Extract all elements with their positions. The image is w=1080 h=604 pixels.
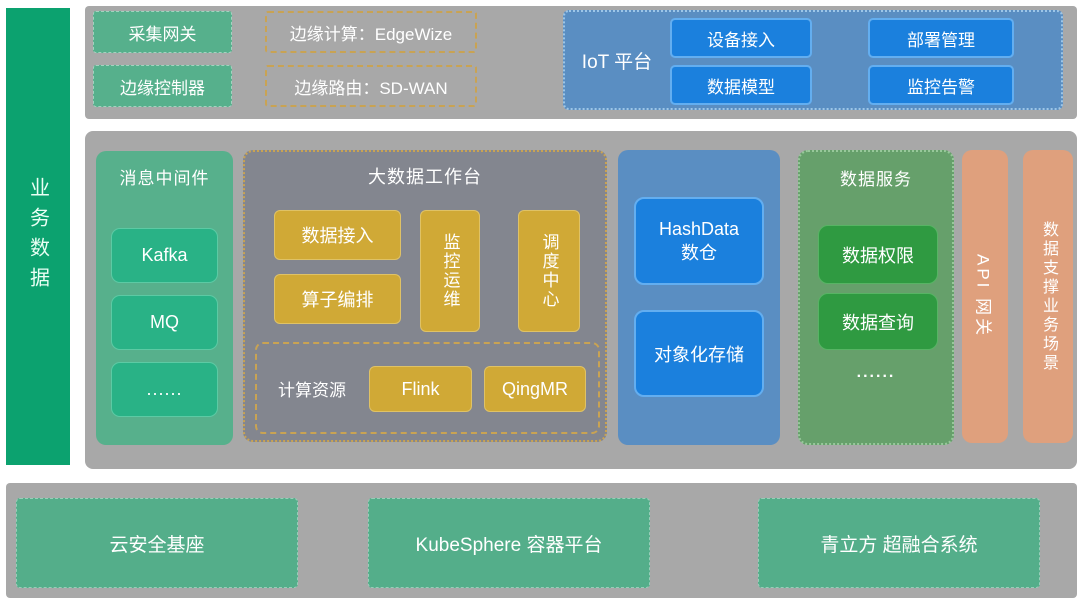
edge-layer-bar: 采集网关 边缘控制器 边缘计算：EdgeWize 边缘路由：SD-WAN IoT… — [85, 6, 1077, 119]
monitoring-alert-node: 监控告警 — [868, 65, 1014, 105]
compute-resources-label: 计算资源 — [278, 380, 346, 400]
bigdata-workbench-title: 大数据工作台 — [368, 167, 482, 187]
qingmr-node: QingMR — [484, 366, 586, 412]
data-model-node: 数据模型 — [670, 65, 812, 105]
object-storage-node: 对象化存储 — [634, 310, 764, 397]
platform-layer-container: 消息中间件 Kafka MQ ...... 大数据工作台 数据接入 算子编排 监… — [85, 131, 1077, 469]
message-middleware-panel: 消息中间件 Kafka MQ ...... — [96, 151, 233, 445]
collect-gateway-node: 采集网关 — [93, 11, 232, 53]
hashdata-line1: HashData — [658, 218, 740, 239]
api-gateway-label: API 网关 — [973, 254, 993, 339]
mq-node: MQ — [111, 295, 218, 350]
data-permission-node: 数据权限 — [818, 225, 938, 284]
data-support-bar: 数据支撑业务场景 — [1023, 150, 1073, 443]
data-access-node: 数据接入 — [274, 210, 401, 260]
data-query-node: 数据查询 — [818, 293, 938, 350]
storage-panel: HashData 数仓 对象化存储 — [618, 150, 780, 445]
monitoring-ops-label: 监控运维 — [440, 233, 460, 309]
message-middleware-title: 消息中间件 — [119, 169, 210, 188]
device-access-node: 设备接入 — [670, 18, 812, 58]
edge-route-node: 边缘路由：SD-WAN — [265, 65, 477, 107]
data-service-title: 数据服务 — [840, 170, 912, 189]
business-data-label: 业务数据 — [26, 176, 49, 297]
hashdata-line2: 数仓 — [681, 243, 717, 263]
business-data-rail: 业务数据 — [6, 8, 70, 465]
kubesphere-node: KubeSphere 容器平台 — [368, 498, 650, 588]
iot-platform-panel: IoT 平台 设备接入 数据模型 部署管理 监控告警 — [563, 10, 1063, 110]
flink-node: Flink — [369, 366, 472, 412]
kafka-node: Kafka — [111, 228, 218, 283]
compute-resources-box: 计算资源 Flink QingMR — [255, 342, 600, 434]
scheduling-center-label: 调度中心 — [539, 233, 559, 309]
qingcube-node: 青立方 超融合系统 — [758, 498, 1040, 588]
api-gateway-bar: API 网关 — [962, 150, 1008, 443]
edge-compute-node: 边缘计算：EdgeWize — [265, 11, 477, 53]
iot-platform-label: IoT 平台 — [581, 51, 653, 73]
data-support-label: 数据支撑业务场景 — [1040, 220, 1057, 373]
operator-orchestration-node: 算子编排 — [274, 274, 401, 324]
middleware-more-node: ...... — [111, 362, 218, 417]
data-service-more: ...... — [856, 364, 896, 381]
data-service-panel: 数据服务 数据权限 数据查询 ...... — [798, 150, 954, 445]
scheduling-center-node: 调度中心 — [518, 210, 580, 332]
infrastructure-bar: 云安全基座 KubeSphere 容器平台 青立方 超融合系统 — [6, 483, 1077, 598]
edge-controller-node: 边缘控制器 — [93, 65, 232, 107]
hashdata-warehouse-node: HashData 数仓 — [634, 197, 764, 285]
deployment-mgmt-node: 部署管理 — [868, 18, 1014, 58]
monitoring-ops-node: 监控运维 — [420, 210, 480, 332]
bigdata-workbench-panel: 大数据工作台 数据接入 算子编排 监控运维 调度中心 计算资源 Flink Qi… — [243, 150, 607, 442]
cloud-security-node: 云安全基座 — [16, 498, 298, 588]
